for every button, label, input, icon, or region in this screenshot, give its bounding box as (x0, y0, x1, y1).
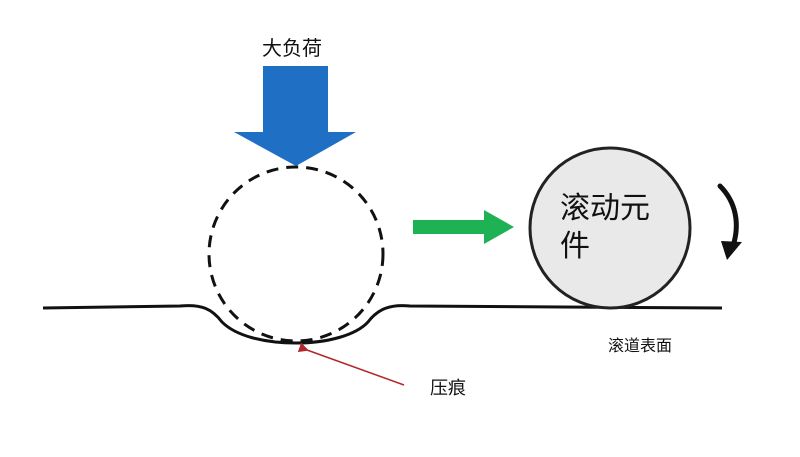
rolling-element-circle (528, 146, 692, 310)
heavy-load-label: 大负荷 (256, 34, 328, 62)
down-arrow-icon (234, 66, 356, 166)
rotation-arrowhead (721, 241, 742, 260)
indentation-label: 压痕 (420, 376, 476, 402)
dashed-ball-outline (207, 165, 385, 343)
raceway-surface-label: 滚道表面 (600, 334, 681, 358)
right-arrow-icon (413, 210, 514, 244)
rotation-arrow-icon (717, 183, 739, 249)
raceway-surface-line (42, 304, 723, 345)
pointer-arrow-icon (297, 342, 405, 386)
rolling-element-label: 滚动元件 (560, 191, 650, 264)
